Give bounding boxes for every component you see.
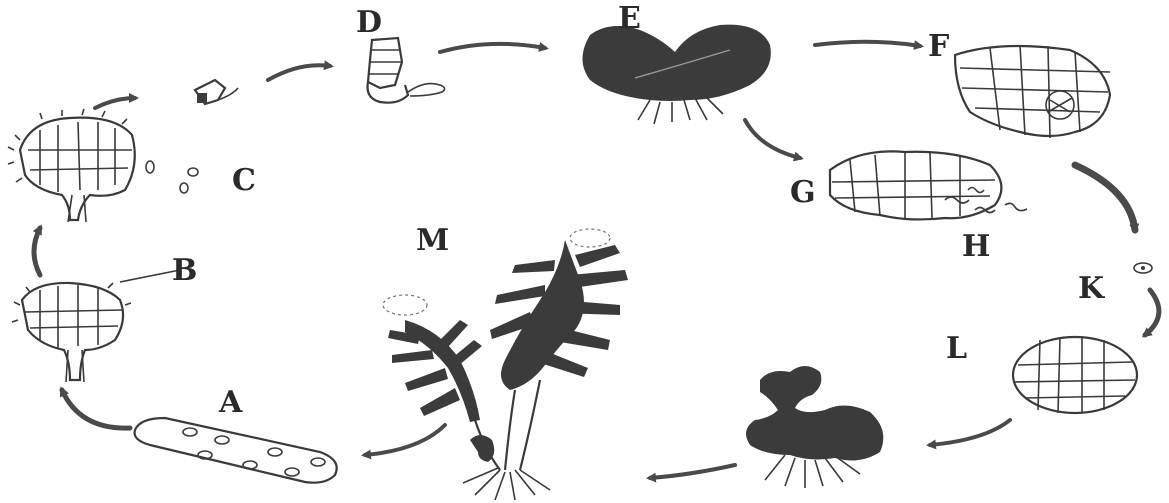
label-a: A bbox=[219, 388, 242, 418]
heart-shaped-prothallus bbox=[583, 25, 771, 124]
embryo bbox=[1013, 337, 1137, 413]
arrow-embryo-to-l bbox=[930, 420, 1010, 445]
zygote bbox=[1134, 263, 1152, 273]
arrow-e-to-g bbox=[745, 120, 800, 158]
young-sporophyte bbox=[746, 366, 883, 488]
sporangium-open bbox=[8, 109, 135, 222]
label-e: E bbox=[618, 4, 641, 34]
arrow-l-to-m bbox=[650, 465, 735, 478]
arrow-spore-to-d bbox=[268, 65, 330, 80]
arrow-k-to-zygote bbox=[1145, 290, 1159, 335]
arrow-a-to-b bbox=[62, 390, 130, 428]
label-k: K bbox=[1078, 274, 1104, 304]
label-f: F bbox=[928, 32, 949, 62]
label-c: C bbox=[232, 166, 256, 196]
label-b: B bbox=[172, 256, 197, 286]
label-d: D bbox=[356, 8, 382, 38]
prothallus-cells-f bbox=[955, 45, 1110, 138]
young-prothallus bbox=[368, 38, 445, 103]
arrow-m-to-a bbox=[365, 425, 445, 455]
label-m: M bbox=[416, 226, 449, 256]
arrow-d-to-e bbox=[440, 44, 545, 52]
pinna-with-sori bbox=[135, 418, 337, 483]
label-h: H bbox=[962, 232, 990, 262]
arrow-c-to-d-small bbox=[95, 98, 135, 108]
germinating-spore bbox=[195, 80, 238, 104]
arrow-b-to-c bbox=[34, 228, 40, 275]
mature-fern bbox=[383, 229, 628, 500]
spores bbox=[146, 161, 198, 193]
arrow-f-to-k bbox=[1075, 165, 1135, 230]
label-g: G bbox=[790, 178, 816, 208]
sporangium-closed bbox=[12, 270, 180, 382]
arrow-e-to-f bbox=[815, 42, 920, 46]
label-l: L bbox=[946, 334, 967, 364]
